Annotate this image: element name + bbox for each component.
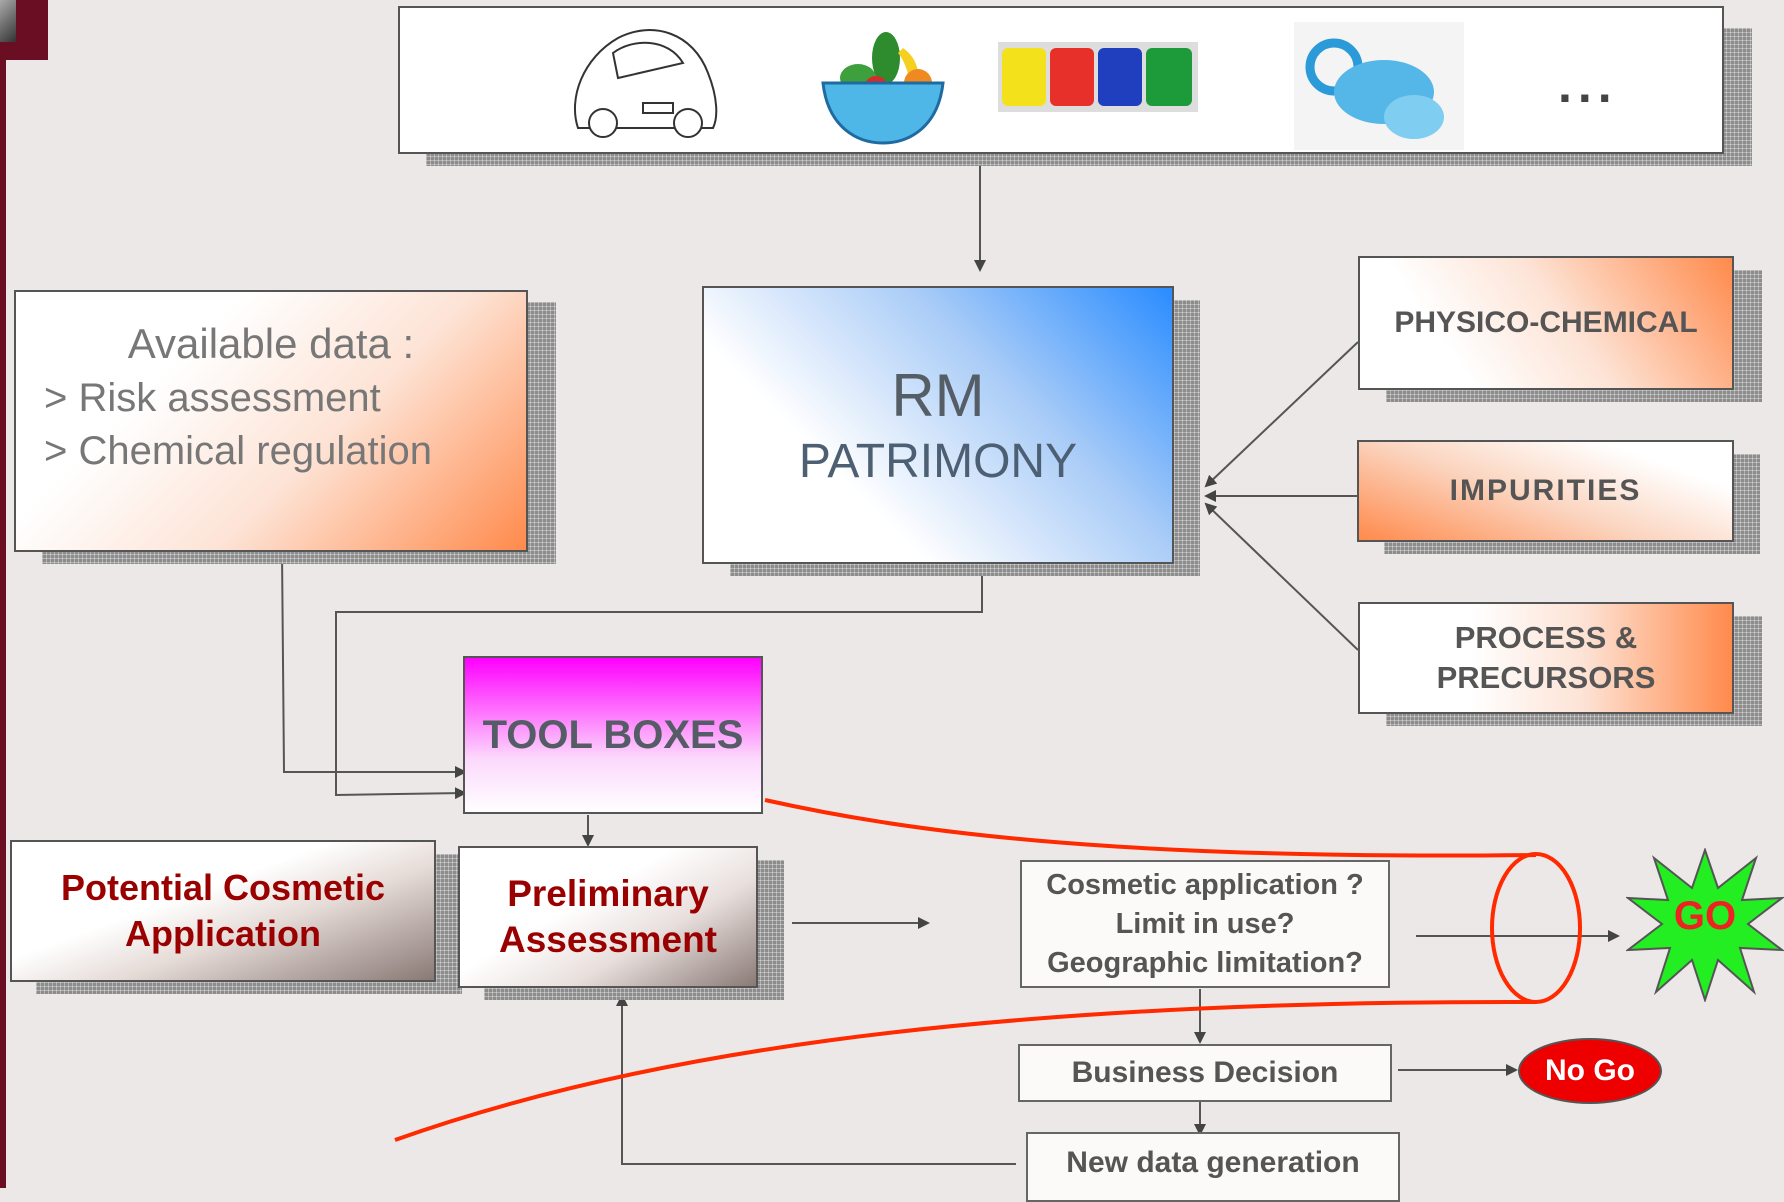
available-data-item-risk: > Risk assessment [44,376,381,420]
business-decision-label: Business Decision [1071,1056,1339,1089]
preliminary-line2: Assessment [498,919,717,960]
fruit-bowl-icon [821,32,945,145]
products-ellipsis: ... [1558,57,1618,113]
arrow-newdata-to-preliminary [616,994,1016,1165]
questions-box: Cosmetic application ? Limit in use? Geo… [1020,860,1390,988]
no-go-label: No Go [1545,1054,1635,1087]
available-data-box: Available data : > Risk assessment > Che… [14,290,528,552]
available-data-item-regulation: > Chemical regulation [44,429,432,473]
process-label: PROCESS & [1454,620,1638,655]
question-cosmetic-application: Cosmetic application ? [1046,868,1364,901]
business-decision-box: Business Decision [1018,1044,1392,1102]
preliminary-line1: Preliminary [507,873,709,914]
funnel-curve-bottom [394,999,1537,1142]
question-geographic-limitation: Geographic limitation? [1047,946,1363,979]
new-data-generation-label: New data generation [1066,1146,1360,1179]
patrimony-label: PATRIMONY [798,435,1078,488]
rm-patrimony-box: RM PATRIMONY [702,286,1174,564]
impurities-box: IMPURITIES [1357,440,1734,542]
process-precursors-box: PROCESS & PRECURSORS [1358,602,1734,714]
available-data-title: Available data : [127,320,415,367]
physico-chemical-box: PHYSICO-CHEMICAL [1358,256,1734,390]
potential-cosmetic-line1: Potential Cosmetic [60,867,386,908]
arrow-physico-to-rm [1204,341,1359,488]
slide-left-bar [0,0,6,1188]
potential-cosmetic-box: Potential Cosmetic Application [10,840,436,982]
potential-cosmetic-line2: Application [125,913,321,954]
funnel-ellipse [1490,852,1582,1004]
slide-corner-logo-inner [0,0,16,42]
preliminary-assessment-box: Preliminary Assessment [458,846,758,988]
arrow-rm-to-toolboxes [335,574,983,800]
physico-chemical-label: PHYSICO-CHEMICAL [1394,306,1698,339]
go-label: GO [1673,894,1737,938]
arrow-available-data-to-toolboxes [281,551,467,778]
new-data-generation-box: New data generation [1026,1132,1400,1202]
rm-label: RM [891,362,985,429]
pacifier-icon [1294,22,1464,150]
tool-boxes-box: TOOL BOXES [463,656,763,814]
go-starburst-icon [1626,848,1784,1002]
impurities-label: IMPURITIES [1449,474,1642,507]
car-icon [558,18,728,152]
no-go-oval: No Go [1518,1038,1662,1104]
funnel-curve-top [764,798,1537,858]
question-limit-in-use: Limit in use? [1115,907,1295,940]
tool-boxes-label: TOOL BOXES [482,712,744,757]
arrow-process-to-rm [1204,502,1359,651]
precursors-label: PRECURSORS [1436,660,1656,695]
paint-jars-icon [998,42,1198,112]
products-strip: ... [398,6,1724,154]
